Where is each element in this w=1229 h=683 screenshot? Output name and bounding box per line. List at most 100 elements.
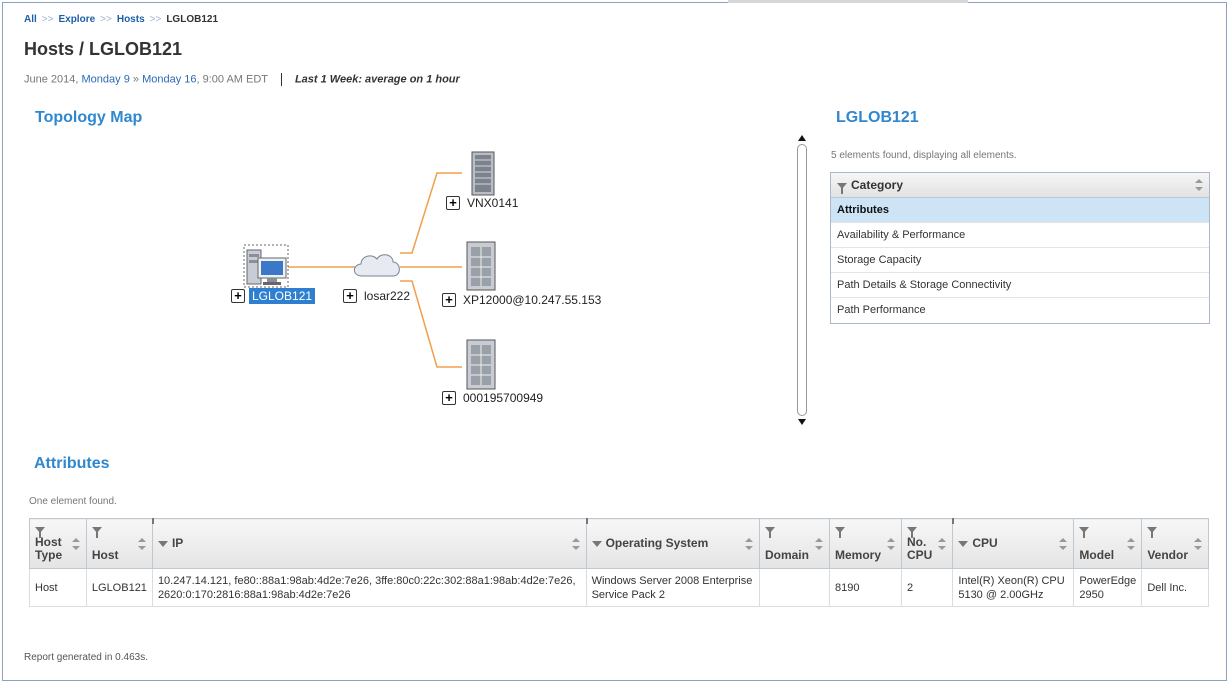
vnx-storage-icon[interactable] — [471, 151, 495, 196]
topology-map: + LGLOB121 + losar222 + VNX0141 + XP1200… — [0, 0, 800, 440]
category-column-header[interactable]: Category — [831, 173, 1209, 198]
category-header-label: Category — [851, 178, 904, 192]
topology-links — [243, 151, 496, 390]
symmetrix-storage-icon[interactable] — [466, 339, 496, 390]
breadcrumb-separator: >> — [41, 14, 54, 25]
breadcrumb-all[interactable]: All — [24, 14, 37, 25]
host-node-label[interactable]: LGLOB121 — [249, 288, 316, 304]
sort-icon[interactable] — [137, 537, 146, 550]
category-row-storage-capacity[interactable]: Storage Capacity — [831, 248, 1209, 273]
column-label: IP — [171, 536, 184, 550]
date-range: June 2014, Monday 9 » Monday 16, 9:00 AM… — [24, 73, 460, 86]
filter-icon[interactable] — [591, 540, 602, 547]
column-model[interactable]: Model — [1073, 518, 1143, 569]
column-host-type[interactable]: Host Type — [29, 518, 87, 569]
symmetrix-node-label[interactable]: 000195700949 — [463, 391, 544, 405]
sort-icon[interactable] — [814, 537, 823, 550]
table-row[interactable]: Host LGLOB121 10.247.14.121, fe80::88a1:… — [29, 568, 1209, 607]
column-label: Operating System — [605, 536, 709, 550]
sort-icon[interactable] — [1059, 537, 1068, 550]
cell-vendor: Dell Inc. — [1141, 568, 1209, 607]
column-label: No. CPU — [907, 535, 933, 562]
column-cpu[interactable]: CPU — [952, 518, 1075, 569]
sort-icon[interactable] — [1127, 537, 1136, 550]
expand-host-plus-icon[interactable]: + — [231, 289, 245, 303]
link-switch-vnx — [400, 172, 462, 254]
breadcrumb-explore[interactable]: Explore — [58, 14, 96, 25]
category-table: Category Attributes Availability & Perfo… — [830, 172, 1210, 324]
filter-icon[interactable] — [91, 527, 102, 538]
expand-symmetrix-plus-icon[interactable]: + — [442, 391, 456, 405]
date-to[interactable]: Monday 16 — [142, 73, 197, 86]
cell-model-line: 2950 — [1079, 588, 1104, 601]
attributes-table: Host Type Host IP Operating System Domai… — [29, 518, 1209, 607]
cell-model-line: PowerEdge — [1079, 574, 1137, 587]
xp-storage-icon[interactable] — [466, 241, 496, 291]
cell-os-line: Windows Server 2008 Enterprise — [591, 574, 753, 587]
expand-xp-plus-icon[interactable]: + — [442, 293, 456, 307]
xp-node-label[interactable]: XP12000@10.247.55.153 — [463, 293, 602, 307]
filter-icon[interactable] — [834, 527, 845, 538]
switch-node-label[interactable]: losar222 — [364, 289, 411, 303]
sort-icon[interactable] — [71, 537, 80, 550]
cell-host: LGLOB121 — [85, 568, 153, 607]
cell-ip: 10.247.14.121, fe80::88a1:98ab:4d2e:7e26… — [151, 568, 587, 607]
attributes-found-text: One element found. — [29, 496, 117, 507]
date-divider — [280, 73, 282, 86]
filter-icon[interactable] — [1079, 527, 1090, 538]
sort-icon[interactable] — [1195, 179, 1203, 191]
category-row-path-details[interactable]: Path Details & Storage Connectivity — [831, 273, 1209, 298]
filter-icon[interactable] — [958, 540, 969, 547]
top-strip — [728, 0, 968, 3]
category-row-path-performance[interactable]: Path Performance — [837, 304, 926, 316]
filter-icon[interactable] — [35, 527, 45, 538]
host-server-icon[interactable] — [243, 244, 289, 288]
column-label: Host — [91, 548, 119, 562]
breadcrumb-separator: >> — [100, 14, 112, 25]
details-found-text: 5 elements found, displaying all element… — [831, 150, 1017, 161]
topology-map-title: Topology Map — [35, 109, 143, 126]
topology-scrollbar[interactable] — [796, 134, 808, 426]
expand-vnx-plus-icon[interactable]: + — [446, 196, 460, 210]
column-domain[interactable]: Domain — [758, 518, 830, 569]
cell-host-type: Host — [29, 568, 87, 607]
column-ip[interactable]: IP — [151, 518, 587, 569]
sort-icon[interactable] — [938, 537, 947, 550]
sort-icon[interactable] — [887, 537, 895, 550]
link-switch-symm — [400, 280, 462, 368]
date-prefix: June 2014, — [24, 73, 79, 86]
sort-icon[interactable] — [744, 537, 753, 550]
date-time: , 9:00 AM EDT — [196, 73, 268, 86]
period-label[interactable]: Last 1 Week: average on 1 hour — [294, 73, 460, 86]
column-vendor[interactable]: Vendor — [1141, 518, 1209, 569]
breadcrumb: All>>Explore>>Hosts>>LGLOB121 — [24, 14, 218, 25]
column-operating-system[interactable]: Operating System — [585, 518, 760, 569]
category-row-availability[interactable]: Availability & Performance — [831, 223, 1209, 248]
filter-icon[interactable] — [764, 527, 775, 538]
column-host[interactable]: Host — [85, 518, 153, 569]
category-row-attributes[interactable]: Attributes — [831, 198, 1209, 223]
column-memory[interactable]: Memory — [828, 518, 903, 569]
cell-domain — [758, 568, 830, 607]
date-from[interactable]: Monday 9 — [81, 73, 130, 86]
expand-switch-plus-icon[interactable]: + — [343, 289, 357, 303]
scroll-down-arrow-icon[interactable] — [798, 419, 806, 425]
attributes-title: Attributes — [34, 455, 110, 472]
sort-icon[interactable] — [571, 537, 580, 550]
cell-cpu-line: Intel(R) Xeon(R) CPU — [958, 574, 1065, 587]
filter-icon[interactable] — [907, 527, 917, 538]
column-label: Vendor — [1147, 548, 1188, 562]
scroll-track[interactable] — [797, 144, 807, 416]
column-label: Model — [1079, 548, 1115, 562]
column-no-cpu[interactable]: No. CPU — [900, 518, 954, 569]
cloud-switch-icon[interactable] — [353, 254, 400, 277]
sort-icon[interactable] — [1194, 537, 1202, 550]
filter-icon[interactable] — [1147, 527, 1158, 538]
vnx-node-label[interactable]: VNX0141 — [467, 196, 519, 210]
cell-ip-line: 2620:0:170:2816:88a1:98ab:4d2e:7e26 — [157, 588, 351, 601]
filter-icon[interactable] — [157, 540, 168, 547]
breadcrumb-hosts[interactable]: Hosts — [116, 14, 145, 25]
scroll-up-arrow-icon[interactable] — [798, 135, 806, 141]
filter-icon[interactable] — [837, 182, 847, 194]
